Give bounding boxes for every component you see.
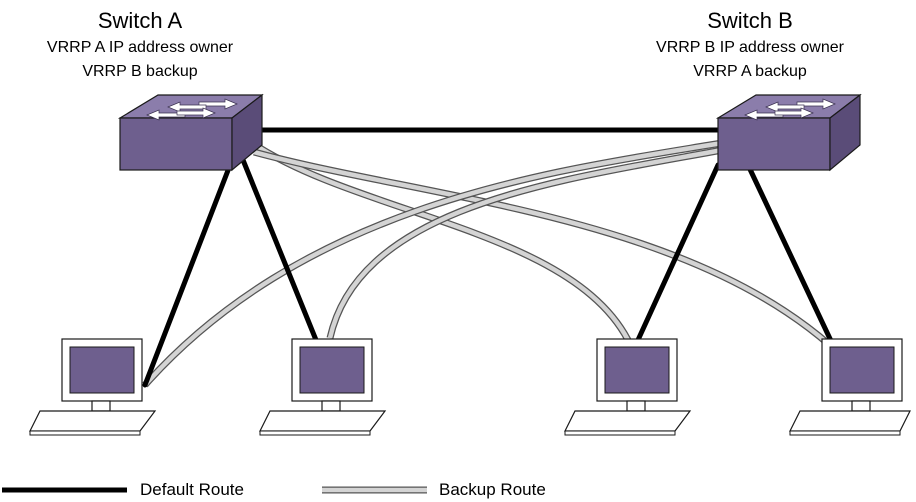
host-1-icon bbox=[29, 338, 157, 436]
legend-backup-label: Backup Route bbox=[439, 480, 546, 499]
default-route-b-host3 bbox=[635, 162, 721, 343]
switch-b-title: Switch B bbox=[707, 8, 793, 33]
host-3-icon bbox=[564, 338, 692, 436]
switch-b-role-2: VRRP A backup bbox=[693, 63, 807, 80]
host-2-icon bbox=[259, 338, 387, 436]
default-route-b-host4 bbox=[745, 162, 835, 346]
switch-a-role-1: VRRP A IP address owner bbox=[46, 39, 234, 56]
switch-a-title: Switch A bbox=[97, 8, 183, 33]
legend-default-label: Default Route bbox=[140, 480, 244, 499]
backup-routes bbox=[142, 139, 851, 388]
switch-a-role-2: VRRP B backup bbox=[82, 63, 198, 80]
default-routes bbox=[142, 127, 835, 388]
host-4-icon bbox=[789, 338, 911, 436]
default-route-a-host2 bbox=[240, 157, 319, 343]
switch-b-role-1: VRRP B IP address owner bbox=[656, 39, 844, 56]
default-route-a-host1 bbox=[142, 157, 235, 388]
switch-b-icon bbox=[715, 93, 862, 172]
switch-a-icon bbox=[117, 93, 264, 172]
